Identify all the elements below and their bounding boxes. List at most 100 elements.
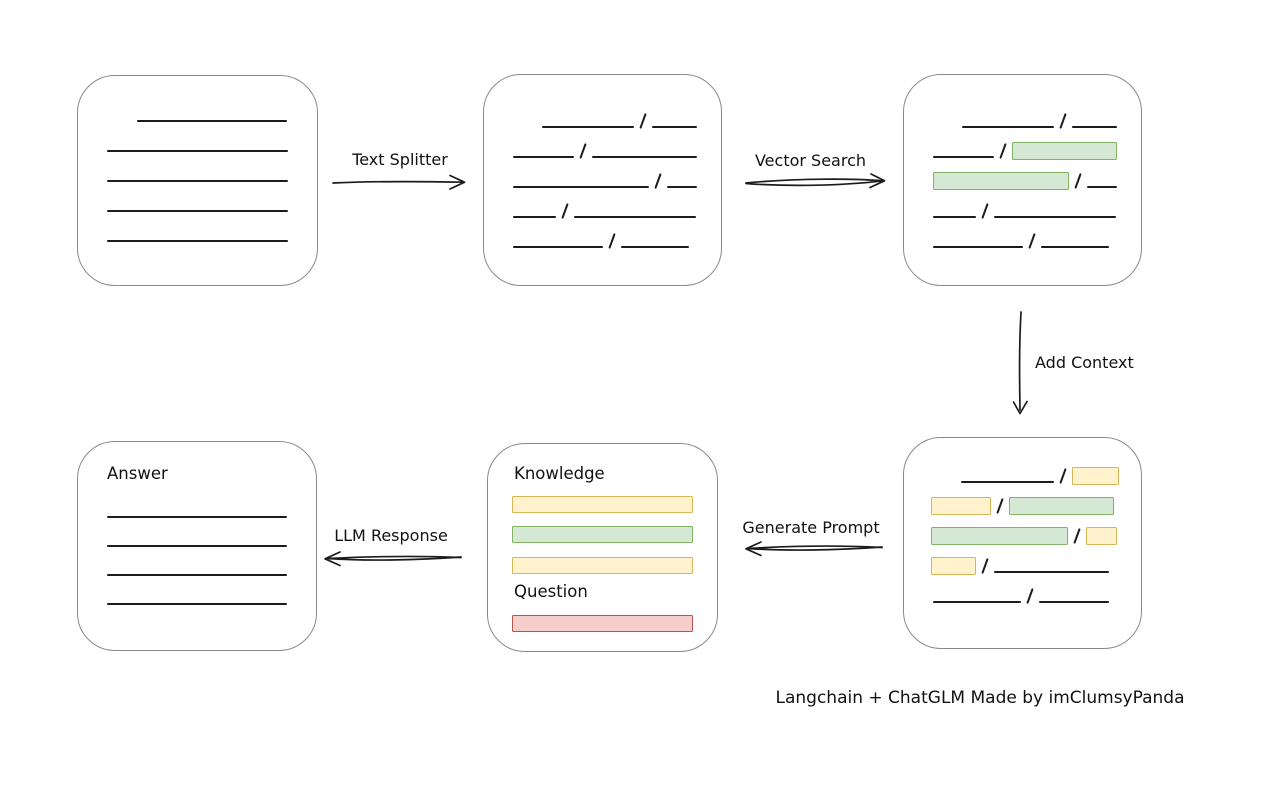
slash-separator [1059,468,1067,484]
text-line [1072,126,1118,128]
llm-response-arrow [324,551,462,567]
answer-label: Answer [107,464,168,483]
text-splitter-label: Text Splitter [352,150,448,169]
text-line [1041,246,1110,248]
knowledge-label: Knowledge [514,464,605,483]
chunk-row [904,199,1141,219]
text-line [962,126,1054,128]
chunk-row [107,528,316,547]
text-line [137,120,287,122]
text-line [107,516,287,518]
chunk-row [904,109,1141,129]
text-line [933,156,994,158]
chunk-highlight-green [931,527,1068,545]
yellow-chunk-bar [512,557,693,574]
chunk-row [78,193,317,212]
chunk-row [904,494,1141,515]
text-line [107,545,287,547]
knowledge-chunk-bars [512,496,693,574]
context-chunks-box [903,437,1142,649]
vector-search-arrow [745,173,886,189]
text-line [667,186,698,188]
slash-separator [654,173,662,189]
slash-separator [608,233,616,249]
slash-separator [1028,233,1036,249]
slash-separator [981,558,989,574]
text-line [574,216,697,218]
chunk-highlight-yellow [1086,527,1118,545]
vector-search-result-box [903,74,1142,286]
chunk-row [904,524,1141,545]
document-text-lines [78,103,317,242]
text-line [1039,601,1110,603]
diagram-caption: Langchain + ChatGLM Made by imClumsyPand… [775,688,1185,708]
chunk-highlight-yellow [1072,467,1120,485]
chunk-row [484,169,721,189]
generate-prompt-label: Generate Prompt [742,518,880,537]
slash-separator [639,113,647,129]
slash-separator [981,203,989,219]
text-line [107,210,288,212]
chunk-highlight-yellow [931,497,991,515]
context-chunk-lines [904,464,1141,604]
chunk-row [484,109,721,129]
question-bar [512,615,693,632]
chunk-highlight-green [933,172,1069,190]
text-line [542,126,634,128]
text-line [994,216,1117,218]
text-line [933,246,1023,248]
add-context-label: Add Context [1035,353,1134,372]
text-line [513,246,603,248]
chunk-row [904,229,1141,249]
chunk-highlight-green [1009,497,1115,515]
yellow-chunk-bar [512,496,693,513]
green-chunk-bar [512,526,693,543]
document-box [77,75,318,286]
chunk-highlight-green [1012,142,1118,160]
slash-separator [996,498,1004,514]
text-line [652,126,698,128]
question-label: Question [514,582,588,601]
chunk-row [484,199,721,219]
llm-response-label: LLM Response [334,526,448,545]
text-line [513,156,574,158]
text-line [994,571,1110,573]
text-line [107,574,287,576]
text-line [513,186,649,188]
split-chunk-lines [484,109,721,249]
slash-separator [579,143,587,159]
text-splitter-arrow [332,174,466,190]
vector-search-label: Vector Search [754,151,867,170]
text-line [513,216,556,218]
text-line [933,601,1021,603]
chunk-row [484,139,721,159]
chunk-row [904,464,1141,485]
text-line [107,603,287,605]
chunk-row [904,584,1141,604]
slash-separator [999,143,1007,159]
chunk-row [107,499,316,518]
split-chunks-box [483,74,722,286]
text-line [1087,186,1118,188]
generate-prompt-arrow [745,541,883,557]
slash-separator [1073,528,1081,544]
answer-text-lines [107,499,316,605]
chunk-highlight-yellow [931,557,976,575]
slash-separator [1059,113,1067,129]
prompt-box: Knowledge Question [487,443,718,652]
chunk-row [904,139,1141,160]
text-line [592,156,698,158]
text-line [621,246,690,248]
chunk-row [78,163,317,182]
chunk-row [904,554,1141,575]
matched-chunk-lines [904,109,1141,249]
chunk-row [484,229,721,249]
chunk-row [78,133,317,152]
slash-separator [561,203,569,219]
chunk-row [107,586,316,605]
chunk-row [107,557,316,576]
answer-box: Answer [77,441,317,651]
chunk-row [78,223,317,242]
text-line [107,240,288,242]
